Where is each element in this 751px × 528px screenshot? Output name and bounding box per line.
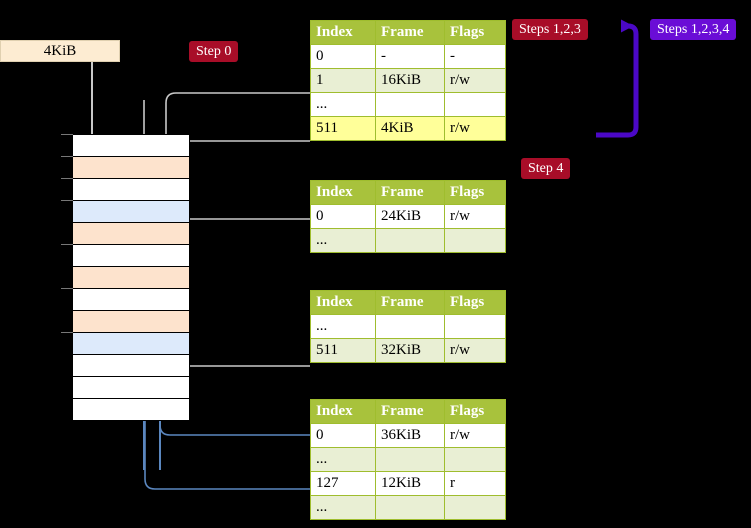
cell-frame: 12KiB: [375, 471, 445, 496]
memory-row-tick: [61, 134, 73, 135]
wire-steps-bracket: [596, 19, 639, 138]
memory-row: [73, 355, 189, 377]
cell-index: 127: [310, 471, 376, 496]
cell-flags: [444, 228, 506, 253]
column-header-index: Index: [310, 290, 376, 315]
cell-flags: r/w: [444, 338, 506, 363]
source-box-label: 4KiB: [43, 43, 77, 59]
table-row[interactable]: ...: [310, 228, 506, 253]
cell-frame: [375, 92, 445, 117]
cell-flags: r/w: [444, 116, 506, 141]
column-header-flags: Flags: [444, 180, 506, 205]
cell-flags: r: [444, 471, 506, 496]
cell-flags: -: [444, 44, 506, 69]
table-row[interactable]: ...: [310, 92, 506, 117]
cell-flags: r/w: [444, 68, 506, 93]
cell-index: 0: [310, 423, 376, 448]
memory-row: [73, 377, 189, 399]
cell-frame: [375, 495, 445, 520]
memory-row: [61, 311, 189, 333]
cell-frame: 16KiB: [375, 68, 445, 93]
column-header-index: Index: [310, 180, 376, 205]
cell-frame: [375, 228, 445, 253]
cell-flags: r/w: [444, 204, 506, 229]
cell-flags: [444, 92, 506, 117]
badge-step-0: Step 0: [189, 41, 239, 62]
cell-flags: r/w: [444, 423, 506, 448]
cell-index: ...: [310, 447, 376, 472]
wire-t4-row127-out: [144, 418, 310, 490]
cell-index: ...: [310, 228, 376, 253]
memory-row-tick: [61, 178, 73, 179]
cell-index: 0: [310, 204, 376, 229]
cell-index: ...: [310, 314, 376, 339]
memory-row: [73, 289, 189, 311]
column-header-frame: Frame: [375, 20, 445, 45]
memory-row: [73, 333, 189, 355]
column-header-index: Index: [310, 399, 376, 424]
cell-flags: [444, 495, 506, 520]
memory-row-tick: [61, 288, 73, 289]
cell-flags: [444, 314, 506, 339]
cell-index: ...: [310, 92, 376, 117]
memory-row-tick: [61, 200, 73, 201]
cell-flags: [444, 447, 506, 472]
table-row[interactable]: 0--: [310, 44, 506, 69]
memory-row-tick: [61, 244, 73, 245]
badge-steps-1234: Steps 1,2,3,4: [650, 19, 737, 40]
table-row[interactable]: ...: [310, 447, 506, 472]
memory-row: [61, 135, 189, 157]
column-header-frame: Frame: [375, 290, 445, 315]
memory-row-tick: [61, 156, 73, 157]
memory-row: [73, 201, 189, 223]
cell-frame: 4KiB: [375, 116, 445, 141]
column-header-flags: Flags: [444, 399, 506, 424]
cell-frame: [375, 447, 445, 472]
table-row[interactable]: ...: [310, 495, 506, 520]
cell-index: 0: [310, 44, 376, 69]
cell-frame: -: [375, 44, 445, 69]
memory-row: [61, 267, 189, 289]
cell-frame: [375, 314, 445, 339]
column-header-index: Index: [310, 20, 376, 45]
badge-step-4: Step 4: [521, 158, 571, 179]
wire-t2-row0-out: [179, 218, 310, 262]
source-box-4kib: 4KiB: [0, 40, 120, 62]
physical-memory-column: [61, 134, 190, 421]
cell-index: 511: [310, 338, 376, 363]
column-header-frame: Frame: [375, 180, 445, 205]
cell-index: 1: [310, 68, 376, 93]
column-header-flags: Flags: [444, 20, 506, 45]
badge-steps-123: Steps 1,2,3: [512, 19, 588, 40]
column-header-flags: Flags: [444, 290, 506, 315]
cell-index: 511: [310, 116, 376, 141]
cell-frame: 36KiB: [375, 423, 445, 448]
cell-frame: 24KiB: [375, 204, 445, 229]
memory-row-tick: [61, 332, 73, 333]
memory-row: [73, 399, 189, 421]
memory-row: [61, 179, 189, 201]
wire-t3-511-out: [170, 308, 310, 367]
table-row[interactable]: ...: [310, 314, 506, 339]
memory-row: [61, 157, 189, 179]
cell-frame: 32KiB: [375, 338, 445, 363]
cell-index: ...: [310, 495, 376, 520]
memory-row: [73, 245, 189, 267]
memory-row: [61, 223, 189, 245]
column-header-frame: Frame: [375, 399, 445, 424]
